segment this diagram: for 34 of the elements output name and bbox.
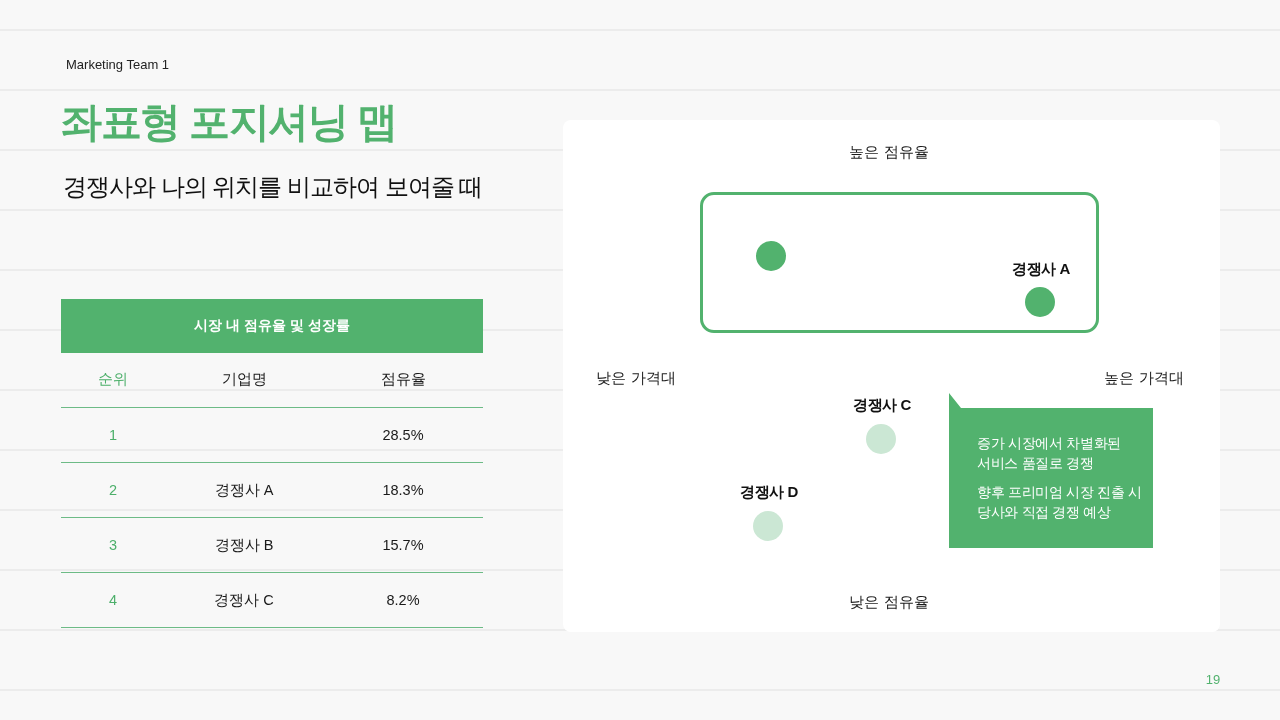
table-cell: 경쟁사 A [214,480,274,500]
axis-label: 낮은 가격대 [596,368,676,388]
table-cell: 4 [108,590,118,610]
axis-label: 낮은 점유율 [849,592,929,612]
callout-text: 증가 시장에서 차별화된 서비스 품질로 경쟁 [977,435,1122,473]
table-cell: 28.5% [382,425,424,445]
column-header: 기업명 [221,369,267,389]
callout-box [949,393,1153,548]
column-header: 순위 [98,369,128,389]
axis-label: 높은 가격대 [1104,368,1184,388]
table-cell: 8.2% [386,590,420,610]
point-label: 경쟁사 C [853,395,911,415]
point-label: 경쟁사 D [740,482,798,502]
axis-label: 높은 점유율 [849,142,929,162]
table-cell: 2 [108,480,118,500]
dot-icon [1025,287,1055,317]
page-number: 19 [1205,671,1221,689]
subtitle: 경쟁사와 나의 위치를 비교하여 보여줄 때 [63,172,483,202]
title: 좌표형 포지셔닝 맵 [61,98,397,147]
table-title-bar: 시장 내 점유율 및 성장률 [61,299,483,353]
dot-icon [866,424,896,454]
point-label: 경쟁사 A [1012,259,1070,279]
table-cell: 경쟁사 C [214,590,274,610]
table-cell: 15.7% [382,535,424,555]
table-cell: 경쟁사 B [214,535,274,555]
table-cell: 3 [108,535,118,555]
header-text: Marketing Team 1 [66,56,170,74]
dot-icon [753,511,783,541]
rounded-frame [700,192,1099,333]
callout-text: 향후 프리미엄 시장 진출 시 당사와 직접 경쟁 예상 [977,484,1143,522]
table-cell: 1 [108,425,118,445]
table-cell: 18.3% [382,480,424,500]
dot-icon [756,241,786,271]
column-header: 점유율 [380,369,426,389]
